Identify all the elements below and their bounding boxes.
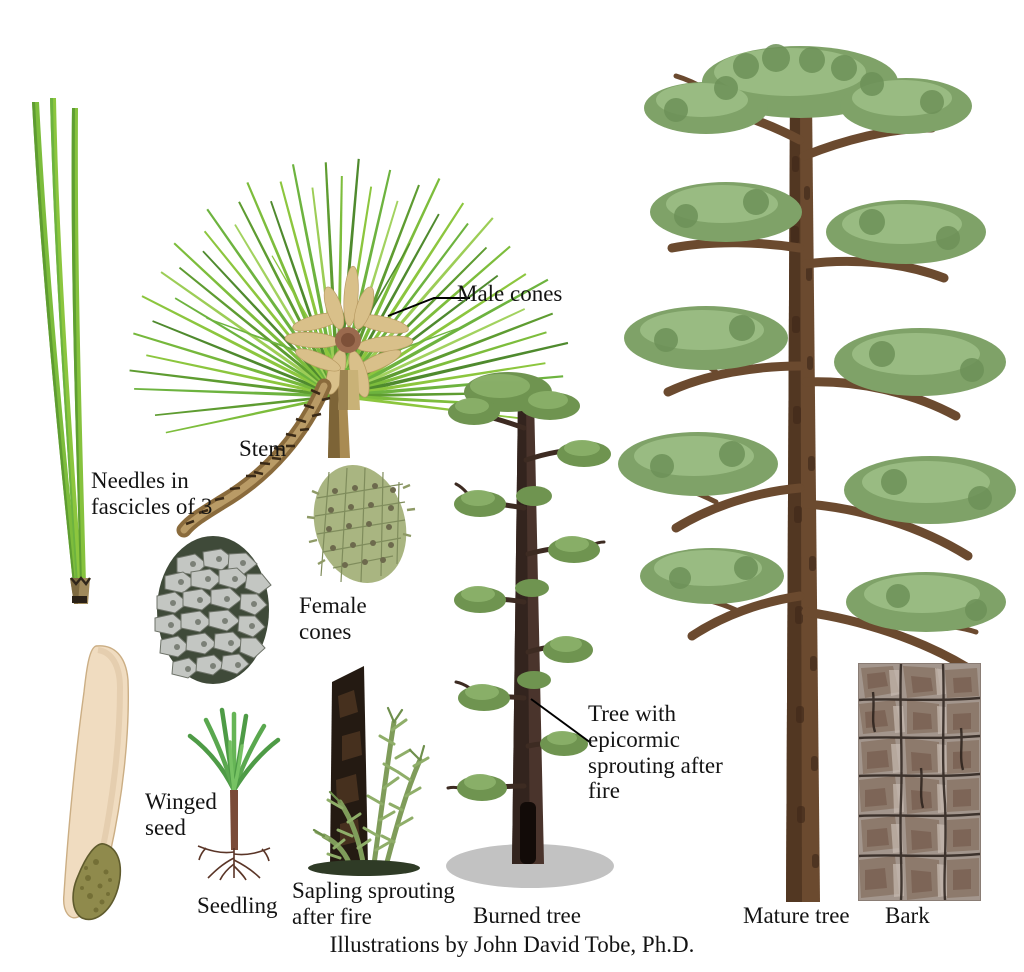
stem-figure [176,378,358,568]
label-male-cones: Male cones [457,281,563,306]
green-cone-spines [306,483,416,566]
mature-tree-figure [576,36,1024,906]
burned-tree-shadow [446,844,614,888]
male-cone-base-shape [338,370,360,410]
sapling-sprouts-shape [312,706,430,873]
label-epicormic: Tree with epicormic sprouting after fire [588,701,723,804]
label-sapling: Sapling sprouting after fire [292,878,455,929]
needle-3-shape [71,108,86,584]
label-bark: Bark [885,903,930,928]
burned-tree-figure [438,368,628,898]
male-cones-leader-line [387,297,470,317]
mature-foliage-shape [618,44,1016,632]
sapling-figure [302,652,442,882]
winged-seed-figure [52,640,172,930]
label-stem: Stem [239,436,287,461]
fire-scar-shape [520,802,536,864]
needle-2-shape [50,98,82,584]
bark-panel-figure [858,663,981,901]
label-burned-tree: Burned tree [473,903,581,928]
needle-fascicle-figure [18,92,138,612]
female-cone-green-figure [303,458,423,588]
bark-fissures [859,664,980,900]
female-cone-mature-figure [143,528,303,688]
seedling-cotyledons-shape [187,707,281,793]
label-winged-seed: Winged seed [145,789,217,840]
seedling-stem-shape [230,790,238,850]
bark-plates-shape [859,664,980,900]
epicormic-leader-line [530,698,592,744]
seed-mottling [80,859,112,913]
male-cone-cluster-figure [284,252,426,412]
green-cone-prickles [326,483,396,568]
seedling-figure [176,690,296,881]
cone-scales-shape [154,548,272,679]
seedling-roots-shape [197,845,271,881]
trunk-bark-texture [791,156,819,868]
label-needles-in-fascicles: Needles in fascicles of 3 [91,468,213,519]
label-seedling: Seedling [197,893,278,918]
sapling-ground-shape [308,860,420,876]
needle-1-shape [32,102,79,584]
label-female-cones: Female cones [299,593,367,644]
green-cone-scale-grid [314,467,406,583]
label-mature-tree: Mature tree [743,903,850,928]
epicormic-foliage-shape [448,372,611,801]
stem-scales-shape [185,388,331,526]
credit-line: Illustrations by John David Tobe, Ph.D. [329,932,695,957]
fascicle-sheath-shape [70,576,91,604]
